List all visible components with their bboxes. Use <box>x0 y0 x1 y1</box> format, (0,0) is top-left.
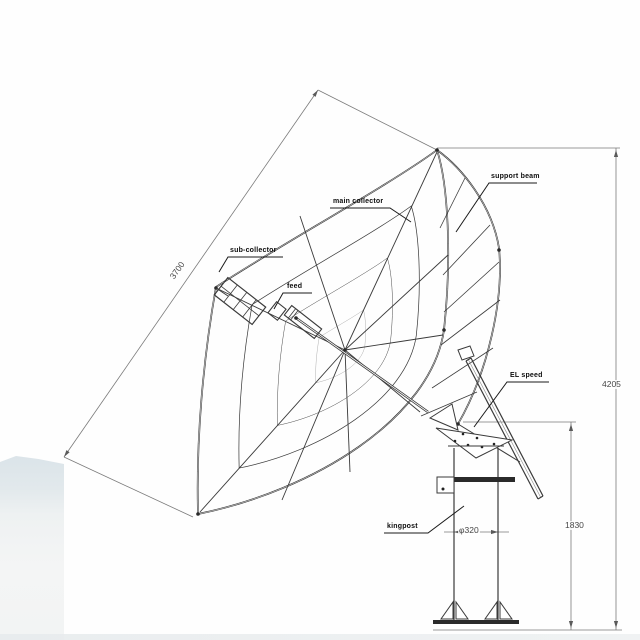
sub-collector-leader <box>218 256 283 273</box>
dim-text-1830: 1830 <box>564 520 585 530</box>
feed-horn <box>267 301 323 340</box>
dish-ring-2 <box>238 205 420 469</box>
jack-clevis <box>457 345 475 361</box>
dim-text-4205: 4205 <box>601 379 622 389</box>
sub-collector-panel <box>213 276 267 326</box>
dim-3700-line <box>63 89 319 458</box>
photo-fragment-bottom-band <box>0 634 640 640</box>
dim-3700-extension-top <box>317 89 438 151</box>
label-feed: feed <box>287 283 303 290</box>
label-kingpost: kingpost <box>387 523 418 530</box>
photo-fragment-strip <box>0 456 64 640</box>
elevation-jack <box>457 345 544 500</box>
dim-3700-extension-bottom <box>63 456 194 518</box>
kingpost-leader <box>384 505 465 534</box>
elevation-pivot-yoke <box>428 403 514 459</box>
kingpost-flange <box>441 477 515 482</box>
label-leaders <box>218 182 549 534</box>
kingpost-pedestal <box>433 445 519 624</box>
label-support-beam: support beam <box>491 173 540 180</box>
feed-leader <box>273 292 312 310</box>
base-plate <box>433 620 519 624</box>
main-collector-truss <box>196 148 521 516</box>
support-beam-braces <box>420 177 501 417</box>
support-beam-highlight <box>436 149 501 425</box>
dish-spokes <box>199 151 449 513</box>
support-beam-chord <box>436 149 501 425</box>
support-beam-leader <box>455 182 537 233</box>
dim-text-phi320: φ320 <box>458 525 480 535</box>
label-el-speed: EL speed <box>510 372 543 379</box>
dimension-arrowheads <box>64 90 619 628</box>
azimuth-drive-box <box>436 476 455 494</box>
label-main-collector: main collector <box>333 198 384 205</box>
dimension-lines <box>63 89 622 631</box>
el-speed-leader <box>473 381 549 428</box>
jack-screw <box>468 359 541 498</box>
label-sub-collector: sub-collector <box>230 247 277 254</box>
joint-dots <box>196 148 501 516</box>
main-collector-leader <box>330 207 412 223</box>
base-gussets <box>440 600 513 620</box>
dish-rim-highlight <box>197 149 449 515</box>
dish-rim <box>196 148 450 516</box>
